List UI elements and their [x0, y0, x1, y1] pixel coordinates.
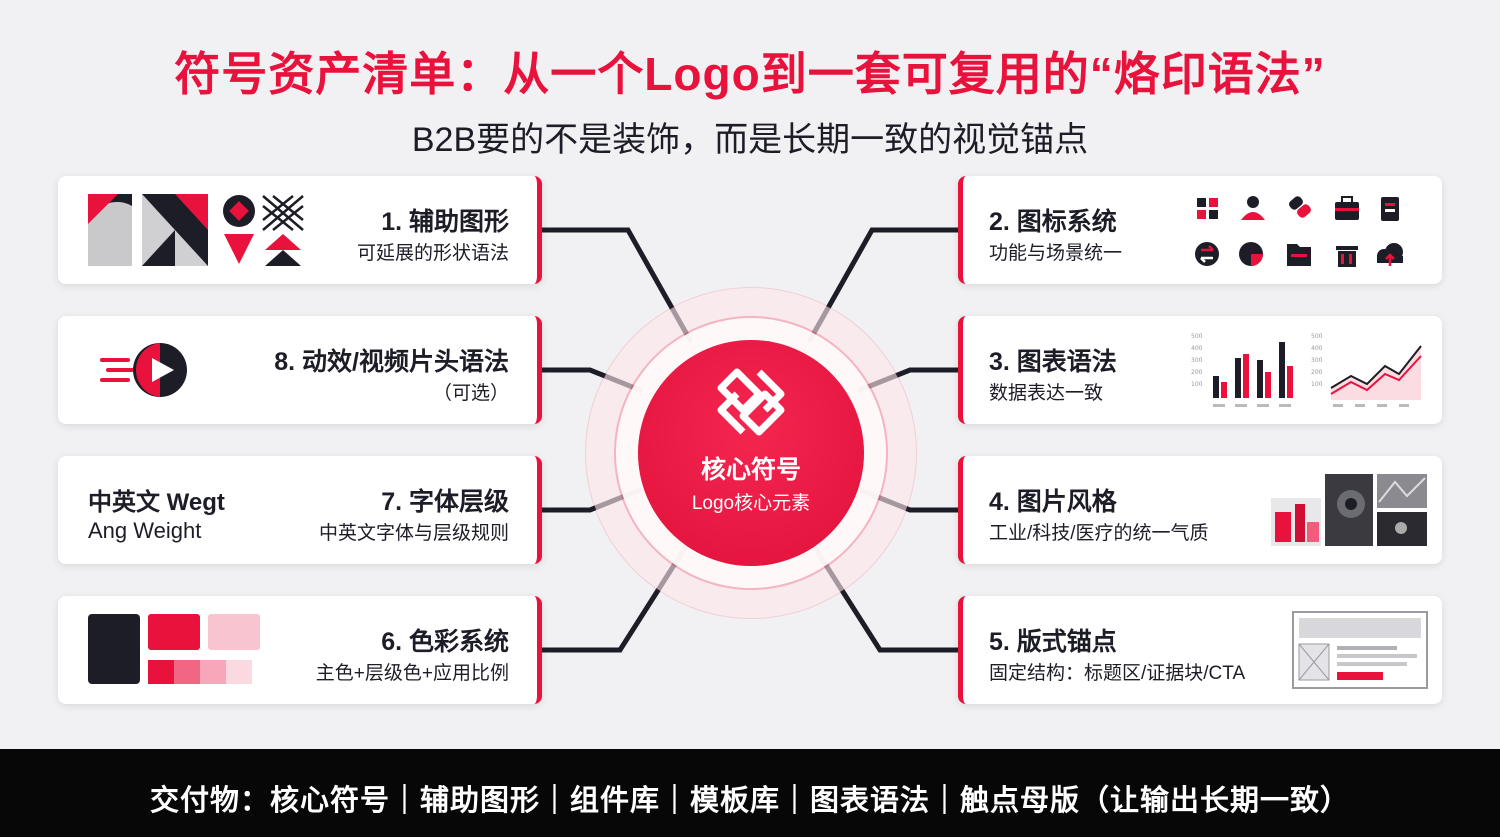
shape-grammar-graphic: [88, 194, 304, 266]
card-layout-anchor: 5. 版式锚点 固定结构：标题区/证据块/CTA: [958, 596, 1442, 704]
connector-5: [807, 537, 963, 653]
tick-label: 100: [1311, 381, 1323, 388]
hub-title: 核心符号: [700, 456, 801, 484]
card-title: 8. 动效/视频片头语法: [274, 348, 509, 376]
tick-label: 500: [1191, 333, 1203, 340]
grid-icon: [1197, 198, 1218, 219]
card-icon-system: 2. 图标系统 功能与场景统一: [958, 176, 1442, 284]
tick-label: 400: [1191, 345, 1203, 352]
logo-icon: [717, 368, 785, 436]
footer-bar: 交付物：核心符号｜辅助图形｜组件库｜模板库｜图表语法｜触点母版（让输出长期一致）: [0, 749, 1500, 837]
mini-charts: 500 400 300 200 100 500 400 300 200 100: [1191, 333, 1422, 407]
card-title: 1. 辅助图形: [381, 208, 509, 236]
card-desc: 工业/科技/医疗的统一气质: [989, 523, 1209, 544]
user-icon: [1241, 196, 1265, 220]
card-desc: 数据表达一致: [989, 383, 1104, 404]
tick-label: 300: [1191, 357, 1203, 364]
connector-2: [807, 227, 963, 343]
color-swatches: [88, 614, 260, 684]
briefcase-icon: [1335, 196, 1359, 220]
cloud-upload-icon: [1377, 243, 1403, 266]
card-title: 6. 色彩系统: [381, 628, 509, 656]
tick-label: 400: [1311, 345, 1323, 352]
card-auxiliary-graphics: 1. 辅助图形 可延展的形状语法: [58, 176, 542, 284]
tick-label: 100: [1191, 381, 1203, 388]
connector-1: [537, 227, 693, 343]
card-title: 5. 版式锚点: [989, 628, 1117, 656]
card-title: 4. 图片风格: [989, 488, 1117, 516]
page-title: 符号资产清单：从一个Logo到一套可复用的“烙印语法”: [174, 48, 1326, 100]
card-desc: （可选）: [432, 383, 509, 404]
swap-icon: [1195, 242, 1219, 266]
deliverables-text: 交付物：核心符号｜辅助图形｜组件库｜模板库｜图表语法｜触点母版（让输出长期一致）: [149, 785, 1350, 817]
folder-icon: [1287, 244, 1311, 266]
pie-icon: [1239, 242, 1263, 266]
card-desc: 功能与场景统一: [989, 243, 1123, 264]
play-icon: [100, 343, 187, 397]
core-symbol-hub: 核心符号 Logo核心元素: [638, 340, 864, 566]
trash-icon: [1336, 246, 1358, 267]
document-icon: [1381, 197, 1399, 221]
link-icon: [1289, 196, 1311, 218]
card-desc: 固定结构：标题区/证据块/CTA: [989, 663, 1246, 684]
connector-6: [537, 537, 693, 653]
icon-grid: [1195, 196, 1403, 267]
card-photo-style: 4. 图片风格 工业/科技/医疗的统一气质: [958, 456, 1442, 564]
tick-label: 200: [1191, 369, 1203, 376]
card-chart-grammar: 3. 图表语法 数据表达一致 500 400 300 200 100 500 4…: [958, 316, 1442, 424]
hub-subtitle: Logo核心元素: [691, 493, 811, 514]
card-title: 2. 图标系统: [989, 208, 1117, 236]
photo-collage: [1271, 474, 1427, 546]
connector-3: [857, 367, 963, 393]
card-desc: 可延展的形状语法: [356, 243, 509, 264]
card-color-system: 6. 色彩系统 主色+层级色+应用比例: [58, 596, 542, 704]
card-title: 7. 字体层级: [381, 488, 509, 516]
font-sample-english: Ang Weight: [88, 518, 202, 543]
card-typography: 中英文 Wegt Ang Weight 7. 字体层级 中英文字体与层级规则: [58, 456, 542, 564]
tick-label: 500: [1311, 333, 1323, 340]
card-desc: 中英文字体与层级规则: [318, 523, 509, 544]
card-desc: 主色+层级色+应用比例: [315, 663, 509, 684]
tick-label: 300: [1311, 357, 1323, 364]
connector-8: [537, 367, 643, 393]
page-subtitle: B2B要的不是装饰，而是长期一致的视觉锚点: [411, 121, 1089, 159]
layout-wireframe: [1292, 611, 1428, 689]
tick-label: 200: [1311, 369, 1323, 376]
card-motion-intro: 8. 动效/视频片头语法 （可选）: [58, 316, 542, 424]
connector-4: [857, 487, 963, 513]
card-title: 3. 图表语法: [989, 348, 1117, 376]
connector-7: [537, 487, 643, 513]
font-sample-chinese: 中英文 Wegt: [88, 489, 225, 516]
